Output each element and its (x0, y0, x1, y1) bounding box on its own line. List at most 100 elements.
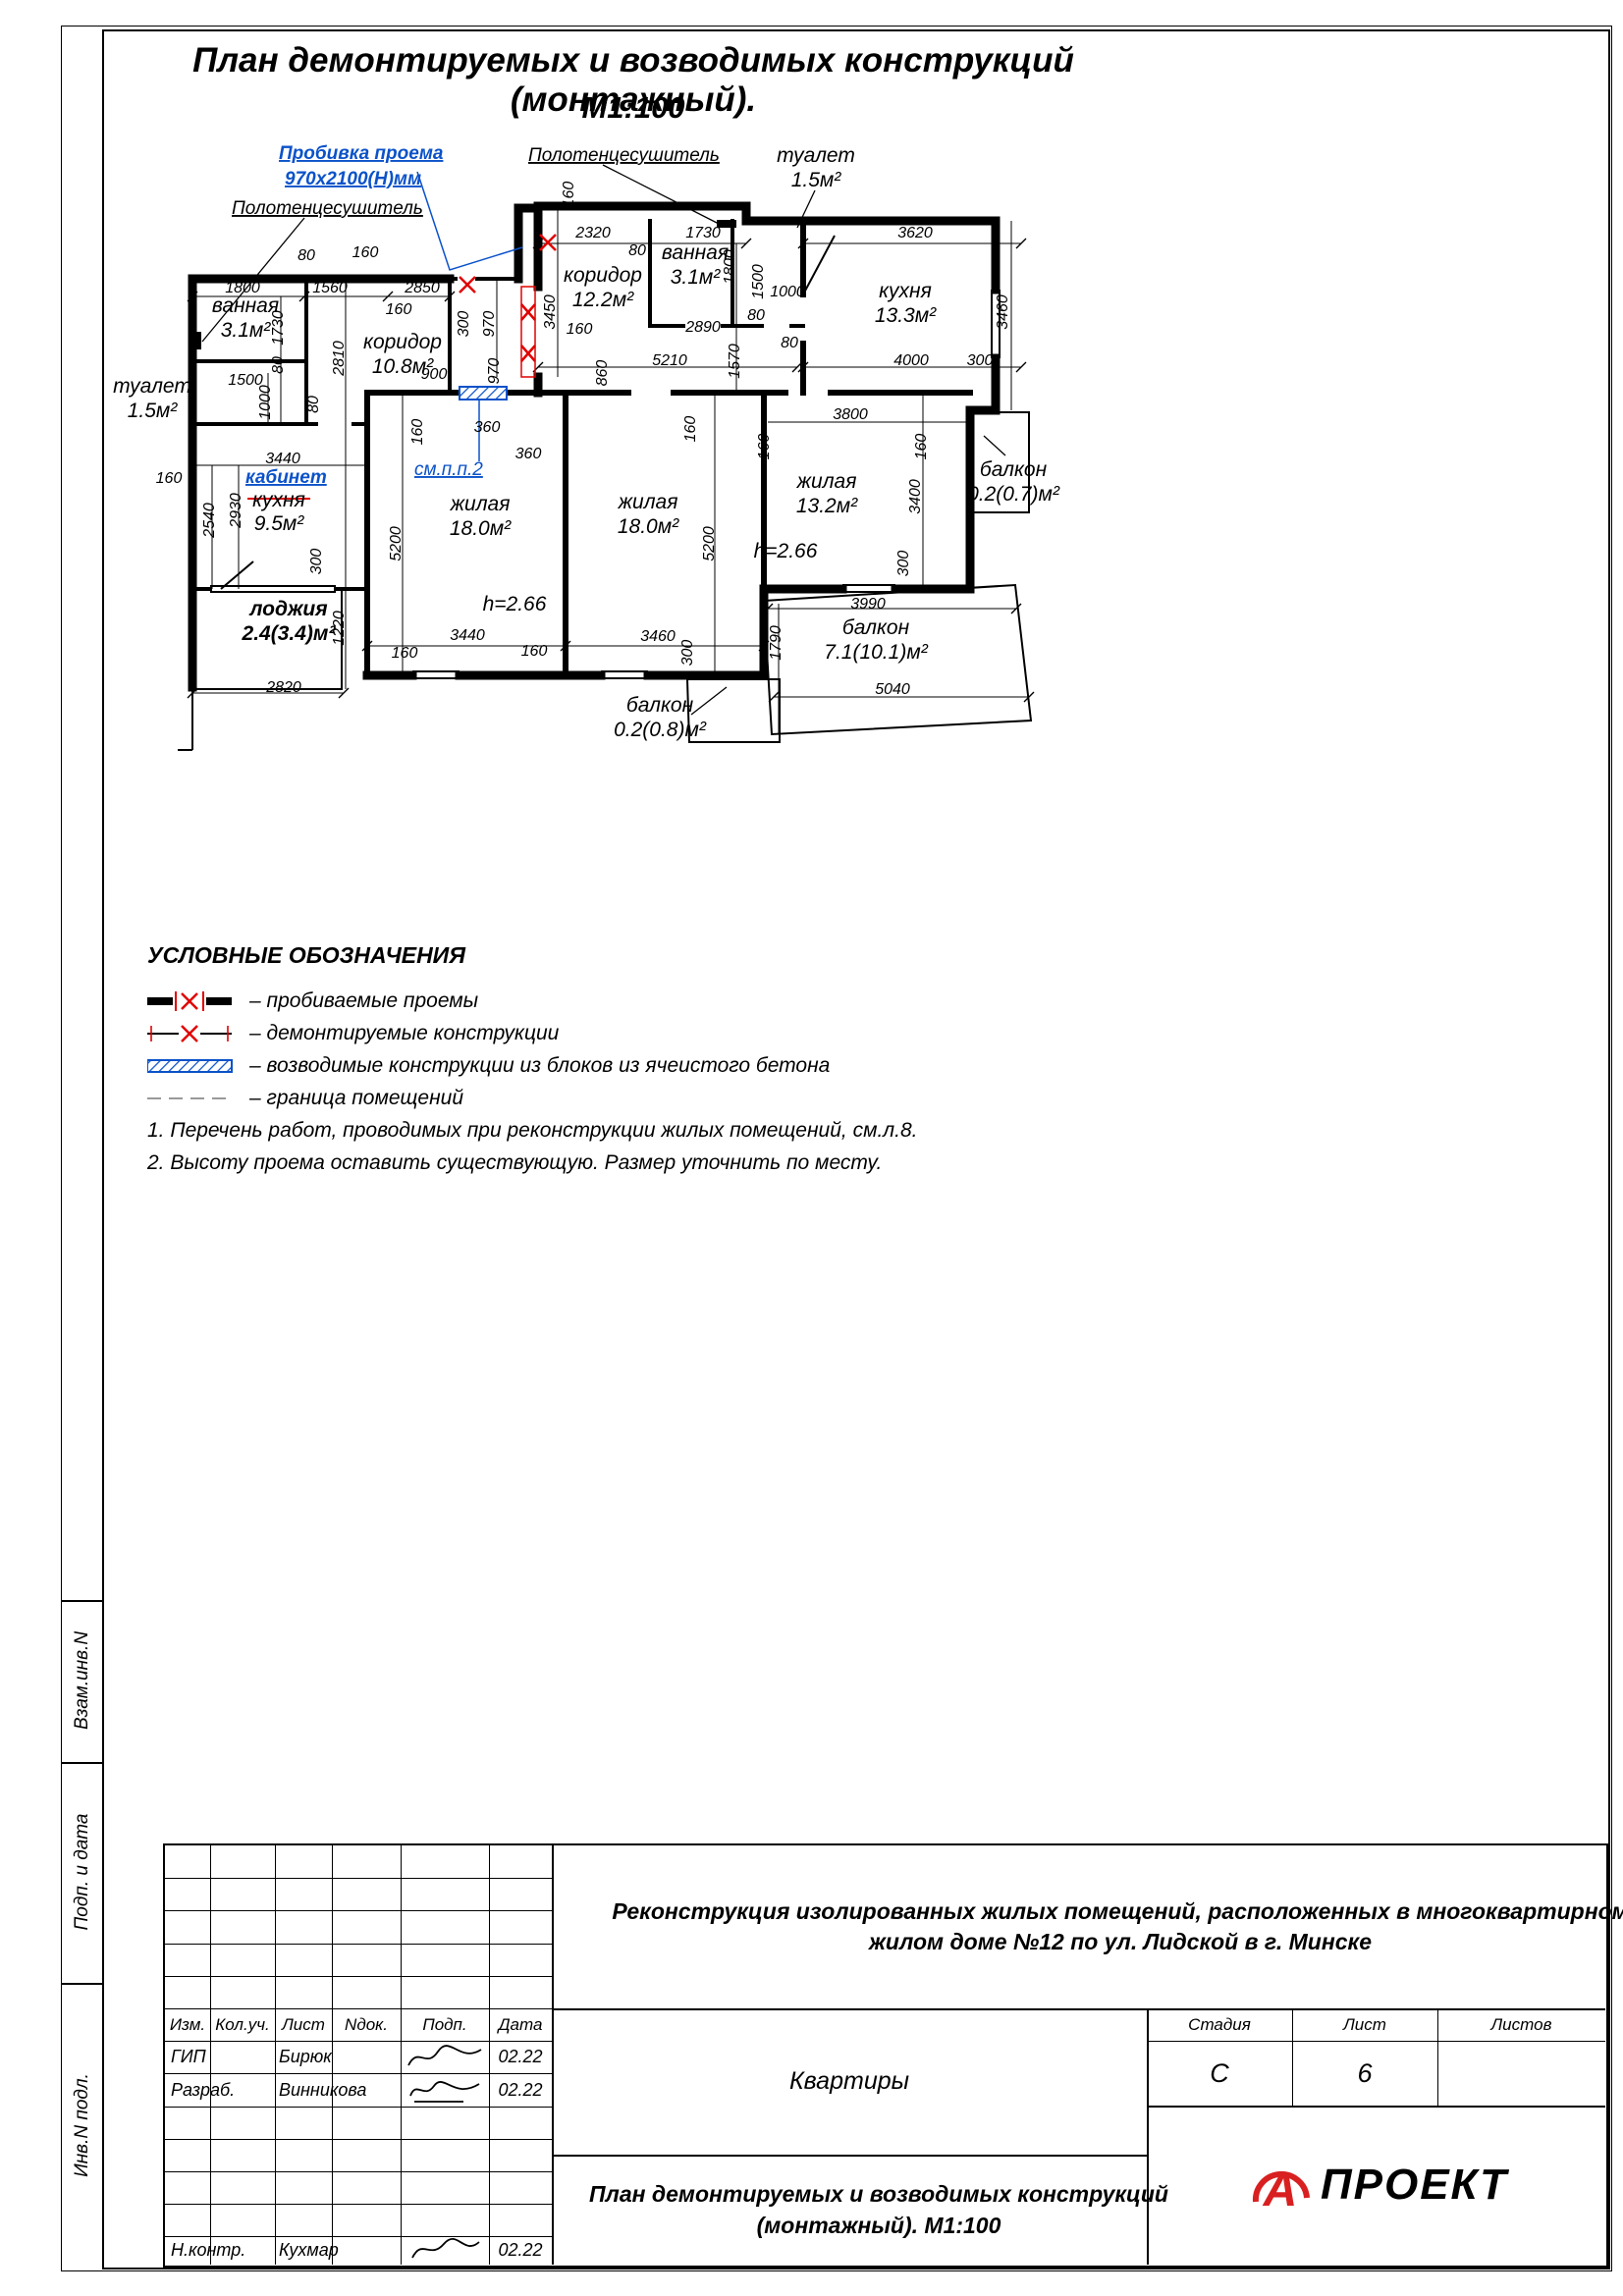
staff-date: 02.22 (498, 2240, 543, 2260)
dimension-label: 2810 (331, 341, 348, 377)
dimension-label: 1560 (312, 280, 348, 296)
dimension-label: 300 (895, 551, 912, 577)
dimension-label: 160 (392, 645, 418, 662)
dimension-label: 160 (561, 182, 577, 208)
ceiling-height: h=2.66 (754, 540, 818, 562)
logo-text: ПРОЕКТ (1320, 2161, 1509, 2209)
room-name: балкон (842, 616, 910, 639)
leader-lines (201, 164, 1006, 716)
dimension-label: 4000 (893, 352, 929, 369)
room-name: жилая (796, 470, 857, 493)
dimension-label: 80 (781, 335, 798, 351)
room-name: ванная (212, 294, 279, 317)
dimension-label: 160 (521, 643, 548, 660)
dimension-label: 80 (628, 242, 646, 259)
dimension-label: 1500 (228, 372, 263, 389)
side-strip-divider (61, 1983, 104, 1985)
towel-warmer-label: Полотенцесушитель (528, 145, 720, 166)
sheets-label: Листов (1490, 2014, 1552, 2034)
dimension-label: 80 (747, 307, 765, 324)
col-list: Лист (282, 2014, 325, 2034)
notes: 1. Перечень работ, проводимых при реконс… (147, 1115, 918, 1179)
side-strip-divider (61, 1762, 104, 1764)
note-2: 2. Высоту проема оставить существующую. … (147, 1150, 883, 1174)
dimension-label: 160 (352, 244, 379, 261)
staff-role: Н.контр. (171, 2240, 246, 2260)
towel-warmer-symbol (717, 220, 736, 228)
room-area: 7.1(10.1)м² (824, 641, 928, 664)
legend: УСЛОВНЫЕ ОБОЗНАЧЕНИЯ – пробиваемые проем… (147, 942, 830, 1114)
towel-warmer-symbol (193, 332, 201, 349)
room-old-name: кухня (252, 489, 305, 511)
sheet-number: 6 (1357, 2057, 1373, 2088)
dimension-ticks (187, 238, 1035, 703)
dimension-label: 2820 (265, 679, 301, 696)
dimension-label: 3620 (897, 225, 933, 241)
new-construction-symbol (147, 1058, 233, 1073)
ceiling-height: h=2.66 (483, 593, 547, 615)
dimension-label: 160 (567, 321, 593, 338)
interior-walls (364, 218, 973, 678)
sheet-outer-border (61, 26, 1612, 2271)
legend-item: – пробиваемые проемы (147, 985, 830, 1017)
dimension-label: 160 (156, 470, 183, 487)
room-new-name: кабинет (245, 467, 327, 488)
dimension-label: 300 (967, 352, 994, 369)
dimension-label: 970 (481, 311, 498, 338)
legend-item-label: – граница помещений (249, 1086, 463, 1109)
stage-label: Стадия (1188, 2014, 1251, 2034)
dimension-label: 300 (308, 549, 325, 575)
sheet-label: Лист (1343, 2014, 1386, 2034)
room-area: 3.1м² (671, 266, 722, 289)
room-name: балкон (626, 694, 694, 717)
opening-annotation-title: Пробивка проема (279, 143, 444, 164)
room-area: 18.0м² (618, 515, 679, 538)
room-boundary-symbol (147, 1096, 232, 1099)
dimension-label: 80 (270, 356, 287, 374)
dimension-label: 1570 (727, 344, 743, 379)
room-name: туалет (777, 144, 855, 167)
signature (409, 2081, 480, 2103)
room-area: 1.5м² (128, 400, 179, 422)
room-name: туалет (113, 375, 191, 398)
dimension-label: 360 (474, 419, 501, 436)
staff-role: Разраб. (171, 2079, 236, 2100)
room-area: 12.2м² (572, 289, 634, 311)
dimension-label: 1730 (270, 310, 287, 346)
dimension-label: 1800 (225, 280, 260, 296)
room-name: жилая (450, 493, 511, 515)
staff-name: Бирюк (279, 2047, 332, 2066)
col-data: Дата (498, 2014, 543, 2034)
dimension-label: 80 (305, 396, 322, 413)
dimension-label: 5200 (388, 526, 405, 561)
dimension-label: 900 (421, 366, 448, 383)
legend-item-label: – демонтируемые конструкции (249, 1021, 560, 1044)
col-koluch: Кол.уч. (215, 2014, 270, 2034)
title-block: Изм. Кол.уч. Лист Nдок. Подп. Дата ГИП Б… (163, 1843, 1623, 2268)
room-area: 0.2(0.7)м² (967, 483, 1060, 506)
dimension-label: 160 (913, 434, 930, 460)
room-name: кухня (879, 280, 932, 302)
dimension-label: 860 (594, 360, 611, 387)
dimension-label: 3450 (542, 294, 559, 330)
dimension-label: 160 (386, 301, 412, 318)
dimension-label: 1220 (331, 611, 348, 646)
room-area: 1.5м² (791, 169, 842, 191)
staff-name: Кухмар (279, 2240, 339, 2260)
legend-item: – граница помещений (147, 1082, 830, 1114)
sheets-total (1437, 2041, 1605, 2106)
dimension-label: 3990 (850, 596, 886, 613)
dimension-label: 80 (298, 247, 315, 264)
dimension-label: 160 (409, 419, 426, 446)
new-construction-marks (416, 171, 523, 461)
legend-item: – возводимые конструкции из блоков из яч… (147, 1049, 830, 1082)
dimension-label: 3400 (907, 479, 924, 514)
legend-item: – демонтируемые конструкции (147, 1017, 830, 1049)
room-name: коридор (363, 331, 442, 353)
dimension-label: 5210 (652, 352, 687, 369)
dimension-label: 3800 (833, 406, 868, 423)
dimension-label: 1000 (257, 385, 274, 420)
room-area: 9.5м² (254, 512, 305, 535)
